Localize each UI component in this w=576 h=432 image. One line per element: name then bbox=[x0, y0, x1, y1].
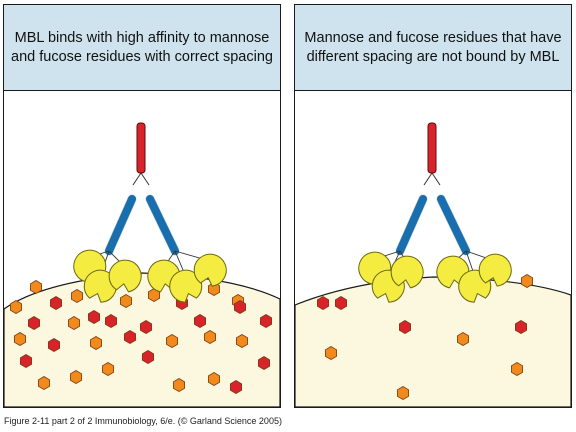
neck-arm bbox=[105, 195, 136, 255]
carbohydrate-recognition-domain bbox=[83, 269, 117, 303]
mannose-residue bbox=[324, 346, 337, 360]
neck-arm bbox=[146, 195, 179, 255]
fucose-residue bbox=[193, 314, 207, 328]
panel-title-line-2: and fucose residues with correct spacing bbox=[11, 48, 273, 65]
fucose-residue bbox=[257, 356, 271, 370]
mannose-residue bbox=[207, 282, 221, 296]
mannose-residue bbox=[120, 294, 132, 308]
fucose-residue bbox=[105, 314, 117, 328]
mannose-residue bbox=[68, 316, 80, 330]
collagen-stalk bbox=[136, 122, 146, 174]
fucose-residue bbox=[514, 320, 528, 334]
fucose-residue bbox=[335, 296, 347, 310]
neck-arm bbox=[396, 195, 427, 255]
fucose-residue bbox=[141, 350, 155, 364]
fucose-residue bbox=[50, 296, 62, 310]
diagram-bound bbox=[4, 122, 280, 407]
stalk-connector bbox=[132, 172, 142, 186]
mannose-residue bbox=[13, 332, 27, 346]
panel-header: Mannose and fucose residues that have di… bbox=[295, 5, 571, 91]
fucose-residue bbox=[229, 380, 243, 394]
mannose-residue bbox=[172, 378, 186, 392]
mannose-residue bbox=[90, 336, 102, 350]
carbohydrate-recognition-domain bbox=[390, 255, 424, 289]
carbohydrate-recognition-domain bbox=[193, 253, 227, 287]
panel-title-line-2: different spacing are not bound by MBL bbox=[306, 48, 560, 65]
mannose-residue bbox=[456, 332, 470, 346]
panel-title-line-1: Mannose and fucose residues that have bbox=[304, 29, 562, 46]
fucose-residue bbox=[139, 320, 153, 334]
fucose-residue bbox=[48, 338, 60, 352]
mannose-residue bbox=[10, 300, 23, 314]
stalk-connector bbox=[140, 172, 150, 186]
mannose-residue bbox=[207, 372, 221, 386]
fucose-residue bbox=[399, 320, 411, 334]
fucose-residue bbox=[88, 310, 100, 324]
mannose-residue bbox=[235, 334, 249, 348]
fucose-residue bbox=[259, 314, 273, 328]
carbohydrate-recognition-domain bbox=[478, 253, 512, 287]
panel-header: MBL binds with high affinity to mannose … bbox=[4, 5, 280, 91]
panel-title-line-1: MBL binds with high affinity to mannose bbox=[14, 29, 270, 46]
fucose-residue bbox=[233, 300, 247, 314]
stalk-connector bbox=[431, 172, 441, 186]
fucose-residue bbox=[124, 330, 137, 344]
diagram-unbound bbox=[295, 122, 571, 407]
carbohydrate-recognition-domain bbox=[108, 259, 142, 293]
mannose-residue bbox=[510, 362, 524, 376]
fucose-residue bbox=[19, 354, 33, 368]
neck-arm bbox=[437, 195, 470, 255]
panel-unbound: Mannose and fucose residues that have di… bbox=[294, 4, 572, 408]
carbohydrate-recognition-domain bbox=[169, 269, 203, 303]
figure-caption: Figure 2-11 part 2 of 2 Immunobiology, 6… bbox=[4, 416, 282, 426]
mannose-residue bbox=[70, 370, 82, 384]
mannose-residue bbox=[397, 386, 409, 400]
mannose-residue bbox=[38, 376, 50, 390]
mannose-residue bbox=[520, 274, 534, 288]
panel-bound: MBL binds with high affinity to mannose … bbox=[3, 4, 281, 408]
mannose-residue bbox=[71, 289, 83, 303]
stalk-connector bbox=[423, 172, 433, 186]
collagen-stalk bbox=[427, 122, 437, 174]
cell-surface bbox=[295, 276, 571, 407]
mannose-residue bbox=[29, 280, 42, 294]
fucose-residue bbox=[316, 296, 329, 310]
mannose-residue bbox=[102, 362, 114, 376]
mannose-residue bbox=[165, 334, 179, 348]
fucose-residue bbox=[27, 316, 40, 330]
mannose-residue bbox=[203, 330, 217, 344]
